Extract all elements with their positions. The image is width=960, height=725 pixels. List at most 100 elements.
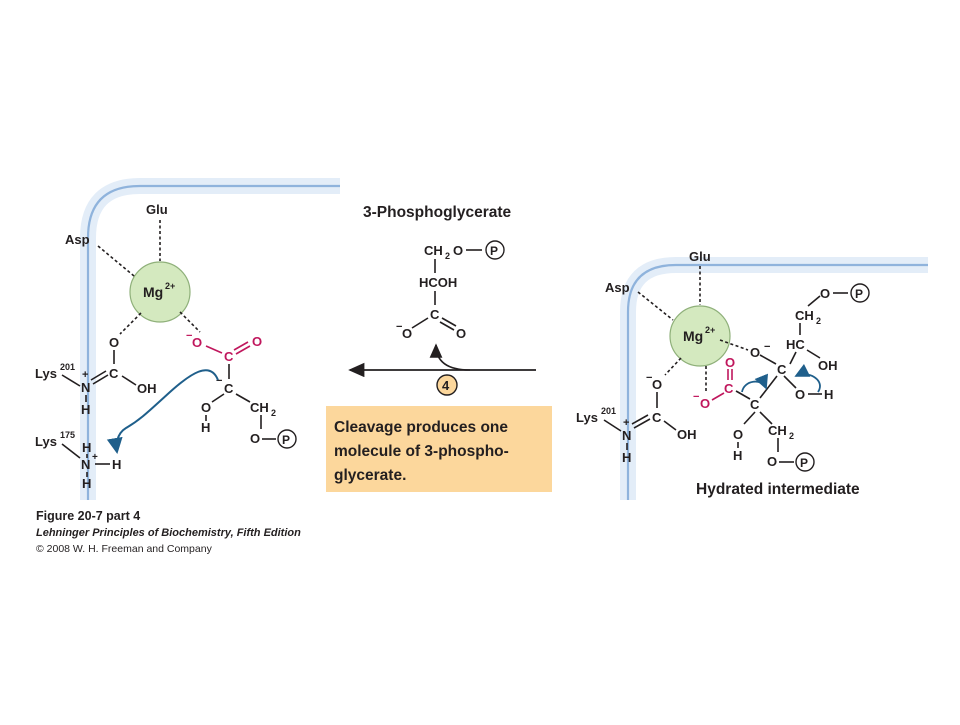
right-c1: C bbox=[652, 410, 662, 425]
left-oh-h: H bbox=[201, 420, 210, 435]
right-phosphate-circle-top bbox=[850, 283, 870, 303]
left-glu-label: Glu bbox=[146, 202, 168, 217]
left-enzyme-panel: Mg 2+ Glu Asp O C OH N + H Lys 201 Lys 1… bbox=[35, 178, 340, 500]
left-c-ch2-bond bbox=[235, 393, 251, 403]
product-hcoh: HCOH bbox=[419, 275, 457, 290]
right-oh1: OH bbox=[677, 427, 697, 442]
left-o1: O bbox=[109, 335, 119, 350]
product-ch2o-ch: CH bbox=[424, 243, 443, 258]
right-asp-bond bbox=[637, 291, 674, 321]
product-o-minus: O bbox=[402, 326, 412, 341]
right-phosphate-p-bottom: P bbox=[800, 456, 808, 470]
product-title: 3-Phosphoglycerate bbox=[363, 204, 512, 221]
right-mg-ion bbox=[669, 305, 731, 367]
right-n1-plus: + bbox=[623, 417, 629, 429]
right-carboxylate-o-c-bond bbox=[711, 392, 725, 401]
right-glu-label: Glu bbox=[689, 249, 711, 264]
right-lys201-label: Lys bbox=[576, 410, 598, 425]
description-line-2: molecule of 3-phospho- bbox=[334, 443, 509, 460]
right-c1-o-minus-bond bbox=[759, 354, 777, 365]
left-lys201-sup: 201 bbox=[60, 362, 75, 372]
left-carboxylate-double-b bbox=[235, 345, 251, 355]
right-o1-minus: − bbox=[646, 372, 652, 384]
right-c2-c1-bond bbox=[759, 375, 778, 399]
right-carboxylate-c2-bond bbox=[735, 390, 751, 400]
product-ch2o-sub: 2 bbox=[445, 251, 450, 261]
left-oh-o: O bbox=[201, 400, 211, 415]
left-electron-arrow bbox=[106, 369, 219, 454]
left-mg-carboxylate-bond bbox=[179, 311, 201, 333]
right-carboxylate-minus: − bbox=[693, 391, 699, 403]
right-hc: HC bbox=[786, 337, 805, 352]
left-mg-ion bbox=[129, 261, 191, 323]
right-n1: N bbox=[622, 428, 631, 443]
caption-figure: Figure 20-7 part 4 bbox=[36, 509, 140, 523]
left-n-c-bond-b bbox=[92, 374, 109, 385]
right-mg-o-bond bbox=[664, 357, 682, 376]
right-membrane bbox=[626, 263, 928, 500]
right-mg-label: Mg bbox=[683, 328, 703, 344]
right-c1-upper: C bbox=[777, 362, 787, 377]
left-n2-plus: + bbox=[92, 452, 98, 463]
middle-product-section: 3-Phosphoglycerate CH 2 O P HCOH C O − O… bbox=[326, 204, 552, 492]
left-membrane bbox=[86, 184, 340, 500]
right-lys201-sup: 201 bbox=[601, 406, 616, 416]
product-c-o-double-a bbox=[441, 317, 457, 327]
step-number: 4 bbox=[442, 378, 450, 393]
right-lys201-bond bbox=[603, 419, 622, 432]
left-carboxylate-o-minus: O bbox=[192, 335, 202, 350]
right-hc-oh-bond bbox=[806, 349, 821, 359]
right-electron-arrow-1 bbox=[741, 373, 768, 393]
left-mg-o-bond bbox=[119, 312, 142, 335]
right-n-c-bond-b bbox=[633, 418, 651, 429]
right-membrane-glow bbox=[620, 257, 928, 500]
product-c: C bbox=[430, 307, 440, 322]
left-n2-h-bottom: H bbox=[82, 476, 91, 491]
right-phosphate-o-top: O bbox=[820, 286, 830, 301]
left-n2-h-right: H bbox=[112, 457, 121, 472]
left-mg-label: Mg bbox=[143, 284, 163, 300]
right-c1-oh-bond bbox=[783, 375, 797, 389]
left-membrane-glow bbox=[80, 178, 340, 500]
left-ch2: CH bbox=[250, 400, 269, 415]
right-c1-o-minus: O bbox=[750, 345, 760, 360]
left-c-o-bond bbox=[211, 393, 225, 403]
left-asp-bond bbox=[97, 245, 135, 277]
right-ch2-bottom: CH bbox=[768, 423, 787, 438]
left-carboxylate-c: C bbox=[224, 349, 234, 364]
right-enzyme-panel: Mg 2+ Glu Asp O − C OH N + H Lys 201 O −… bbox=[576, 249, 928, 500]
left-lys175-h-top: H bbox=[82, 440, 91, 455]
left-carboxylate-o: O bbox=[252, 334, 262, 349]
right-c2: C bbox=[750, 397, 760, 412]
description-line-3: glycerate. bbox=[334, 467, 406, 484]
left-lys201-label: Lys bbox=[35, 366, 57, 381]
right-asp-label: Asp bbox=[605, 280, 630, 295]
caption-book: Lehninger Principles of Biochemistry, Fi… bbox=[36, 527, 301, 539]
product-phosphate-p: P bbox=[490, 244, 498, 258]
figure-caption: Figure 20-7 part 4 Lehninger Principles … bbox=[36, 509, 301, 555]
left-carboxylate-double-a bbox=[233, 341, 249, 351]
right-ch2-bottom-sub: 2 bbox=[789, 431, 794, 441]
product-minus: − bbox=[396, 321, 402, 333]
caption-copyright: © 2008 W. H. Freeman and Company bbox=[36, 543, 213, 555]
left-lys175-bond bbox=[61, 443, 81, 459]
left-lys175-sup: 175 bbox=[60, 430, 75, 440]
right-n-c-bond-a bbox=[631, 414, 649, 425]
right-c2-ch2-bond bbox=[759, 411, 773, 425]
right-panel-label: Hydrated intermediate bbox=[696, 481, 860, 498]
step-number-badge bbox=[436, 374, 458, 396]
left-n1-h: H bbox=[81, 402, 90, 417]
left-n2: N bbox=[81, 457, 90, 472]
left-phosphate-o: O bbox=[250, 431, 260, 446]
product-c-o-double-b bbox=[439, 321, 455, 331]
right-c2-o-bond bbox=[743, 411, 756, 425]
left-ch2-sub: 2 bbox=[271, 408, 276, 418]
description-box bbox=[326, 406, 552, 492]
right-c2-oh-h: H bbox=[733, 448, 742, 463]
right-phosphate-circle-bottom bbox=[795, 452, 815, 472]
right-mg-c1-o-bond bbox=[719, 339, 749, 351]
left-asp-label: Asp bbox=[65, 232, 90, 247]
right-c1-hc-bond bbox=[789, 351, 797, 365]
